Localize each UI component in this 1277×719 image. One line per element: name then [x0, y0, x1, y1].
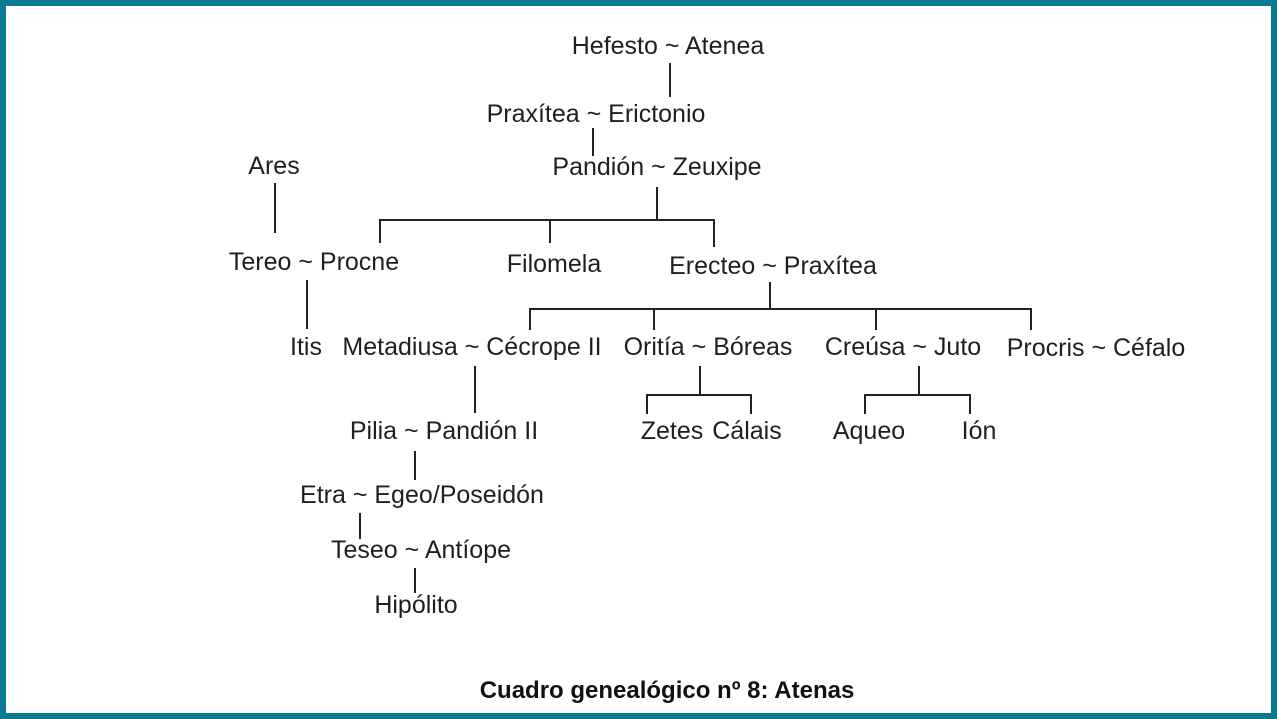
- tree-node-oritia-boreas: Oritía ~ Bóreas: [623, 333, 793, 361]
- connector-line: [529, 308, 1030, 310]
- tree-node-aqueo: Aqueo: [832, 417, 906, 445]
- tree-node-ares: Ares: [248, 152, 300, 180]
- tree-node-hipolito: Hipólito: [374, 591, 458, 619]
- connector-line: [379, 219, 713, 221]
- tree-node-pilia-pandion-ii: Pilia ~ Pandión II: [349, 417, 539, 445]
- connector-line: [359, 513, 361, 539]
- connector-line: [306, 280, 308, 329]
- connector-line: [713, 219, 715, 247]
- connector-line: [750, 394, 752, 414]
- connector-line: [669, 63, 671, 97]
- connector-line: [474, 366, 476, 413]
- connector-line: [864, 394, 969, 396]
- tree-node-metadiusa-cecrope: Metadiusa ~ Cécrope II: [342, 333, 602, 361]
- connector-line: [646, 394, 750, 396]
- connector-line: [274, 183, 276, 233]
- connector-line: [414, 451, 416, 480]
- tree-node-tereo-procne: Tereo ~ Procne: [228, 248, 400, 276]
- connector-line: [549, 219, 551, 243]
- connector-line: [646, 394, 648, 414]
- tree-node-zetes: Zetes: [640, 417, 704, 445]
- tree-node-calais: Cálais: [712, 417, 782, 445]
- connector-line: [379, 219, 381, 243]
- tree-node-procris-cefalo: Procris ~ Céfalo: [1006, 334, 1186, 362]
- tree-node-praxitea-erictonio: Praxítea ~ Erictonio: [486, 100, 706, 128]
- connector-line: [414, 568, 416, 593]
- connector-line: [875, 308, 877, 330]
- tree-node-teseo-antiope: Teseo ~ Antíope: [330, 536, 512, 564]
- connector-line: [864, 394, 866, 414]
- tree-node-pandion-zeuxipe: Pandión ~ Zeuxipe: [552, 153, 762, 181]
- connector-line: [1030, 308, 1032, 330]
- tree-node-creusa-juto: Creúsa ~ Juto: [824, 333, 982, 361]
- tree-node-ion: Ión: [961, 417, 997, 445]
- connector-line: [969, 394, 971, 414]
- tree-node-itis: Itis: [290, 333, 322, 361]
- connector-line: [918, 366, 920, 394]
- connector-line: [653, 308, 655, 330]
- connector-line: [529, 308, 531, 330]
- tree-node-hefesto-atenea: Hefesto ~ Atenea: [571, 32, 765, 60]
- tree-node-filomela: Filomela: [506, 250, 602, 278]
- connector-line: [769, 282, 771, 308]
- diagram-caption: Cuadro genealógico nº 8: Atenas: [479, 677, 855, 704]
- connector-line: [656, 187, 658, 219]
- tree-node-etra-egeo: Etra ~ Egeo/Poseidón: [300, 481, 544, 509]
- connector-line: [592, 128, 594, 156]
- connector-line: [699, 366, 701, 394]
- tree-node-erecteo-praxitea: Erecteo ~ Praxítea: [669, 252, 877, 280]
